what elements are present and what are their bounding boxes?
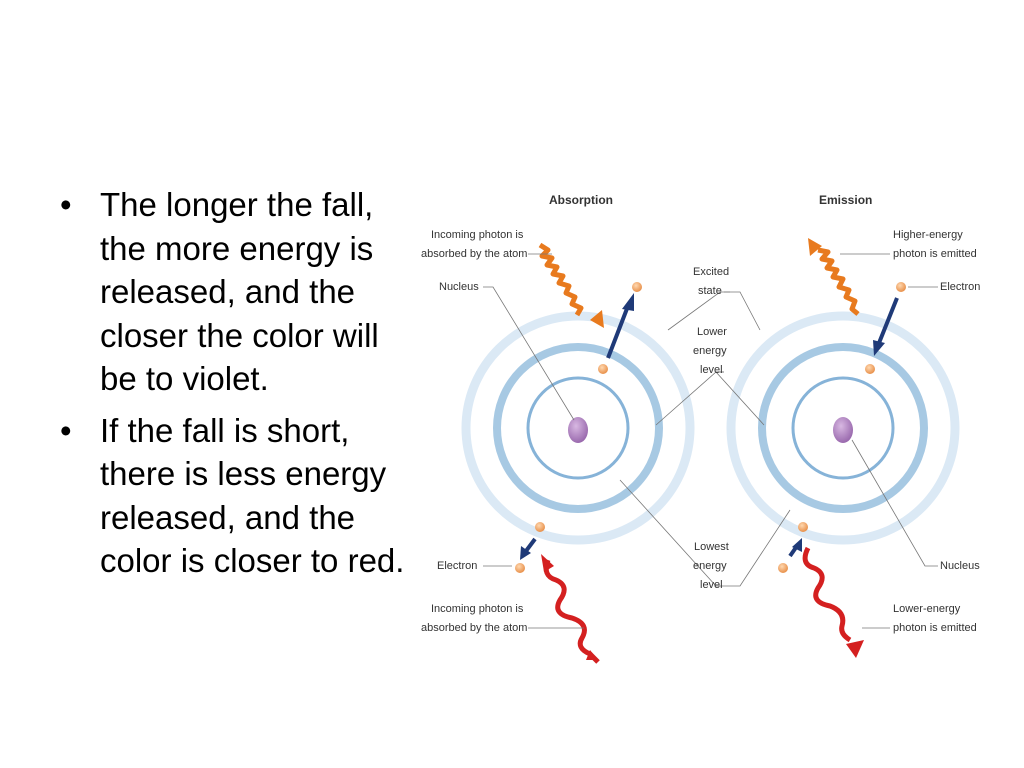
electron-arrow	[606, 293, 634, 359]
label-higher-energy-photon: photon is emitted	[893, 248, 977, 260]
incoming-photon-high-energy	[538, 242, 604, 328]
bullet-dot: •	[60, 186, 72, 223]
electron	[896, 282, 906, 292]
nucleus	[833, 417, 853, 443]
bullet-text: The longer the fall, the more energy is …	[100, 186, 379, 397]
electron	[632, 282, 642, 292]
label-lower-energy-level: energy	[693, 345, 727, 357]
leader-lines	[483, 253, 938, 629]
label-incoming-photon-bottom: Incoming photon is	[431, 603, 524, 615]
inner-orbit	[526, 376, 630, 480]
bullet-text: If the fall is short, there is less ener…	[100, 411, 405, 580]
bullet-item: • The longer the fall, the more energy i…	[58, 183, 418, 401]
label-higher-energy-photon: Higher-energy	[893, 229, 963, 241]
label-incoming-photon-top: absorbed by the atom	[421, 248, 527, 260]
label-lower-energy-photon: Lower-energy	[893, 603, 961, 615]
electron-arrow	[520, 537, 537, 560]
inner-orbit	[791, 376, 895, 480]
incoming-photon-low-energy	[541, 554, 600, 664]
label-lowest-energy-level: level	[700, 579, 723, 591]
bullet-item: • If the fall is short, there is less en…	[58, 409, 418, 583]
label-incoming-photon-top: Incoming photon is	[431, 229, 524, 241]
bullet-list: • The longer the fall, the more energy i…	[58, 183, 418, 591]
absorption-atom	[461, 242, 695, 664]
bullet-dot: •	[60, 411, 72, 449]
electron	[515, 563, 525, 573]
label-incoming-photon-bottom: absorbed by the atom	[421, 622, 527, 634]
label-lower-energy-level: Lower	[697, 326, 727, 338]
nucleus	[568, 417, 588, 443]
label-lower-energy-level: level	[700, 364, 723, 376]
label-excited-state: Excited	[693, 266, 729, 278]
label-lowest-energy-level: energy	[693, 560, 727, 572]
emission-atom	[726, 238, 960, 658]
electron	[535, 522, 545, 532]
outer-orbit	[461, 311, 695, 545]
electron	[865, 364, 875, 374]
electron	[598, 364, 608, 374]
electron	[798, 522, 808, 532]
emitted-photon-high-energy	[808, 238, 860, 316]
emission-title: Emission	[819, 193, 872, 207]
label-excited-state: state	[698, 285, 722, 297]
outer-orbit	[726, 311, 960, 545]
label-lower-energy-photon: photon is emitted	[893, 622, 977, 634]
label-electron-right: Electron	[940, 281, 980, 293]
absorption-emission-diagram: Absorption Emission Incoming photon is a…	[421, 193, 980, 664]
emitted-photon-low-energy	[802, 546, 864, 658]
middle-orbit	[758, 343, 928, 513]
label-lowest-energy-level: Lowest	[694, 541, 729, 553]
label-electron-left: Electron	[437, 560, 477, 572]
absorption-title: Absorption	[549, 193, 613, 207]
label-nucleus-right: Nucleus	[940, 560, 980, 572]
electron-arrow	[873, 297, 899, 356]
electron-arrow	[788, 538, 802, 558]
label-nucleus-left: Nucleus	[439, 281, 479, 293]
middle-orbit	[493, 343, 663, 513]
electron	[778, 563, 788, 573]
